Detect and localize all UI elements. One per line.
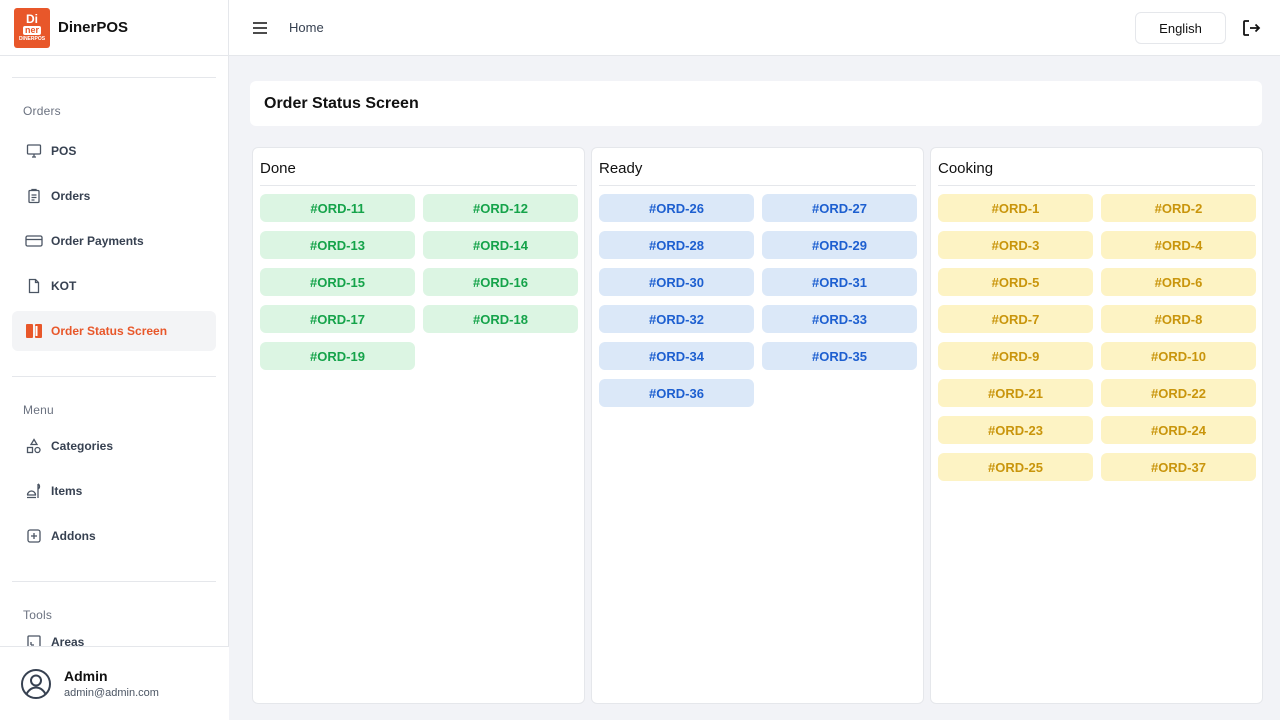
order-chip[interactable]: #ORD-25	[938, 453, 1093, 481]
sidebar-item-kot[interactable]: KOT	[12, 266, 216, 306]
sidebar-item-order-status-screen[interactable]: Order Status Screen	[12, 311, 216, 351]
user-name: Admin	[64, 668, 108, 684]
food-icon	[25, 482, 43, 500]
order-chip[interactable]: #ORD-9	[938, 342, 1093, 370]
sidebar-item-pos[interactable]: POS	[12, 131, 216, 171]
order-chip[interactable]: #ORD-2	[1101, 194, 1256, 222]
sidebar: Di ner DINERPOS DinerPOS Orders POS Orde…	[0, 0, 229, 720]
credit-card-icon	[25, 232, 43, 250]
divider	[12, 77, 216, 78]
order-chip[interactable]: #ORD-19	[260, 342, 415, 370]
logo-text-top: Di	[26, 12, 38, 26]
language-selector-button[interactable]: English	[1135, 12, 1226, 44]
status-column-ready: Ready #ORD-26 #ORD-27 #ORD-28 #ORD-29 #ORD-3…	[591, 147, 924, 704]
hamburger-menu-icon[interactable]	[251, 19, 269, 37]
order-chip[interactable]: #ORD-6	[1101, 268, 1256, 296]
clipboard-icon	[25, 187, 43, 205]
order-chip[interactable]: #ORD-7	[938, 305, 1093, 333]
order-grid: #ORD-11 #ORD-12 #ORD-13 #ORD-14 #ORD-15 #ORD-…	[260, 194, 578, 370]
order-chip[interactable]: #ORD-4	[1101, 231, 1256, 259]
sidebar-item-categories[interactable]: Categories	[12, 426, 216, 466]
order-chip[interactable]: #ORD-17	[260, 305, 415, 333]
sidebar-item-label: KOT	[51, 279, 77, 293]
sidebar-item-label: Items	[51, 484, 83, 498]
order-chip[interactable]: #ORD-37	[1101, 453, 1256, 481]
sidebar-item-label: POS	[51, 144, 77, 158]
order-chip[interactable]: #ORD-24	[1101, 416, 1256, 444]
shapes-icon	[25, 437, 43, 455]
order-chip[interactable]: #ORD-21	[938, 379, 1093, 407]
sidebar-item-label: Areas	[51, 635, 85, 649]
monitor-icon	[25, 142, 43, 160]
order-chip[interactable]: #ORD-13	[260, 231, 415, 259]
section-label-orders: Orders	[23, 104, 61, 118]
sidebar-item-label: Addons	[51, 529, 96, 543]
order-chip[interactable]: #ORD-5	[938, 268, 1093, 296]
sidebar-item-label: Categories	[51, 439, 114, 453]
sidebar-item-items[interactable]: Items	[12, 471, 216, 511]
sidebar-item-addons[interactable]: Addons	[12, 516, 216, 556]
order-chip[interactable]: #ORD-22	[1101, 379, 1256, 407]
section-label-menu: Menu	[23, 403, 54, 417]
sidebar-item-label: Order Status Screen	[51, 324, 168, 338]
order-chip[interactable]: #ORD-27	[762, 194, 917, 222]
order-chip[interactable]: #ORD-3	[938, 231, 1093, 259]
section-label-tools: Tools	[23, 608, 53, 622]
order-chip[interactable]: #ORD-11	[260, 194, 415, 222]
file-icon	[25, 277, 43, 295]
order-chip[interactable]: #ORD-34	[599, 342, 754, 370]
sidebar-item-orders[interactable]: Orders	[12, 176, 216, 216]
divider	[12, 581, 216, 582]
order-chip[interactable]: #ORD-33	[762, 305, 917, 333]
user-avatar-icon	[20, 668, 52, 700]
logout-icon[interactable]	[1241, 18, 1261, 38]
order-chip[interactable]: #ORD-12	[423, 194, 578, 222]
order-chip[interactable]: #ORD-28	[599, 231, 754, 259]
order-chip[interactable]: #ORD-16	[423, 268, 578, 296]
page-title: Order Status Screen	[250, 81, 1262, 126]
logo-text-mid: ner	[22, 25, 41, 35]
user-profile[interactable]: Admin admin@admin.com	[0, 646, 229, 720]
order-chip[interactable]: #ORD-14	[423, 231, 578, 259]
order-chip[interactable]: #ORD-8	[1101, 305, 1256, 333]
logo-text-bottom: DINERPOS	[18, 36, 46, 42]
user-email: admin@admin.com	[64, 687, 159, 699]
column-title: Ready	[599, 148, 916, 186]
order-chip[interactable]: #ORD-15	[260, 268, 415, 296]
order-chip[interactable]: #ORD-32	[599, 305, 754, 333]
order-chip[interactable]: #ORD-23	[938, 416, 1093, 444]
sidebar-item-label: Orders	[51, 189, 91, 203]
order-chip[interactable]: #ORD-31	[762, 268, 917, 296]
columns-icon	[25, 322, 43, 340]
order-grid: #ORD-26 #ORD-27 #ORD-28 #ORD-29 #ORD-30 #ORD-…	[599, 194, 917, 407]
brand-name: DinerPOS	[58, 19, 129, 36]
order-chip[interactable]: #ORD-18	[423, 305, 578, 333]
order-grid: #ORD-1 #ORD-2 #ORD-3 #ORD-4 #ORD-5 #ORD-6 #ORD…	[938, 194, 1256, 481]
column-title: Cooking	[938, 148, 1255, 186]
sidebar-item-order-payments[interactable]: Order Payments	[12, 221, 216, 261]
order-chip[interactable]: #ORD-1	[938, 194, 1093, 222]
divider	[12, 376, 216, 377]
order-chip[interactable]: #ORD-29	[762, 231, 917, 259]
status-column-cooking: Cooking #ORD-1#ORD-2#ORD-3#ORD-4#ORD-5#O…	[930, 147, 1263, 704]
order-chip[interactable]: #ORD-36	[599, 379, 754, 407]
top-bar: Home English	[229, 0, 1280, 56]
order-chip[interactable]: #ORD-10	[1101, 342, 1256, 370]
order-chip[interactable]: #ORD-30	[599, 268, 754, 296]
order-chip[interactable]: #ORD-26	[599, 194, 754, 222]
dinerpos-logo: Di ner DINERPOS	[14, 7, 50, 48]
status-column-done: Done #ORD-11 #ORD-12 #ORD-13 #ORD-14 #ORD-15…	[252, 147, 585, 704]
column-title: Done	[260, 148, 577, 186]
sidebar-item-label: Order Payments	[51, 234, 144, 248]
brand[interactable]: Di ner DINERPOS DinerPOS	[0, 0, 228, 56]
breadcrumb-home[interactable]: Home	[289, 20, 324, 35]
plus-square-icon	[25, 527, 43, 545]
order-chip[interactable]: #ORD-35	[762, 342, 917, 370]
